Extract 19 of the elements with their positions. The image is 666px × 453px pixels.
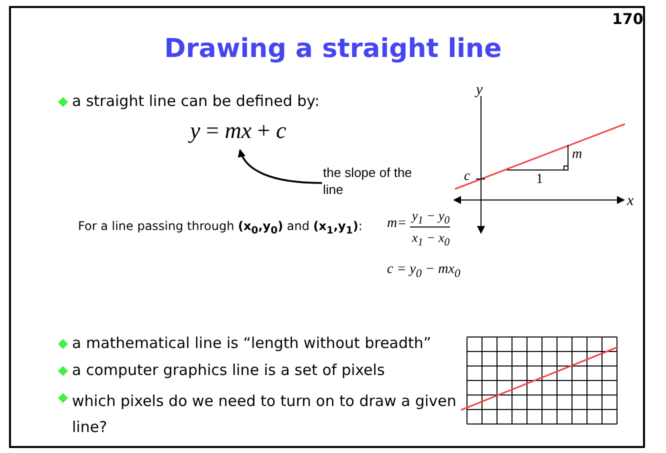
slide-title: Drawing a straight line (163, 34, 503, 64)
page-number: 170 (612, 10, 644, 28)
equation: y = mx + c (190, 118, 286, 144)
formula-intro: For a line passing through (x$_{0}$,y$_{0}$) and (x$_{1}$,y$_{1}$): (78, 219, 362, 236)
slope-label: m (572, 147, 582, 163)
bullet-text: a mathematical line is “length without breadth” (72, 334, 432, 352)
fraction-denominator: x$_{1}$ − x$_{0}$ (412, 230, 450, 249)
bullet-text: a straight line can be defined by: (72, 92, 320, 110)
axis-label: y (476, 82, 483, 99)
intercept-label: c (464, 169, 470, 185)
bullet-text: a computer graphics line is a set of pixels (72, 361, 385, 379)
bullet-text: which pixels do we need to turn on to draw a given line? (72, 391, 458, 438)
leader-line (238, 149, 322, 184)
axis-label: x (627, 193, 634, 210)
formula-text: m= (387, 216, 407, 232)
fraction-numerator: y$_{1}$ − y$_{0}$ (412, 208, 450, 227)
formula-text: c = y$_{0}$ − mx$_{0}$ (387, 262, 460, 280)
annotation-text: the slope of the line (323, 164, 413, 198)
run-label: 1 (536, 172, 543, 188)
